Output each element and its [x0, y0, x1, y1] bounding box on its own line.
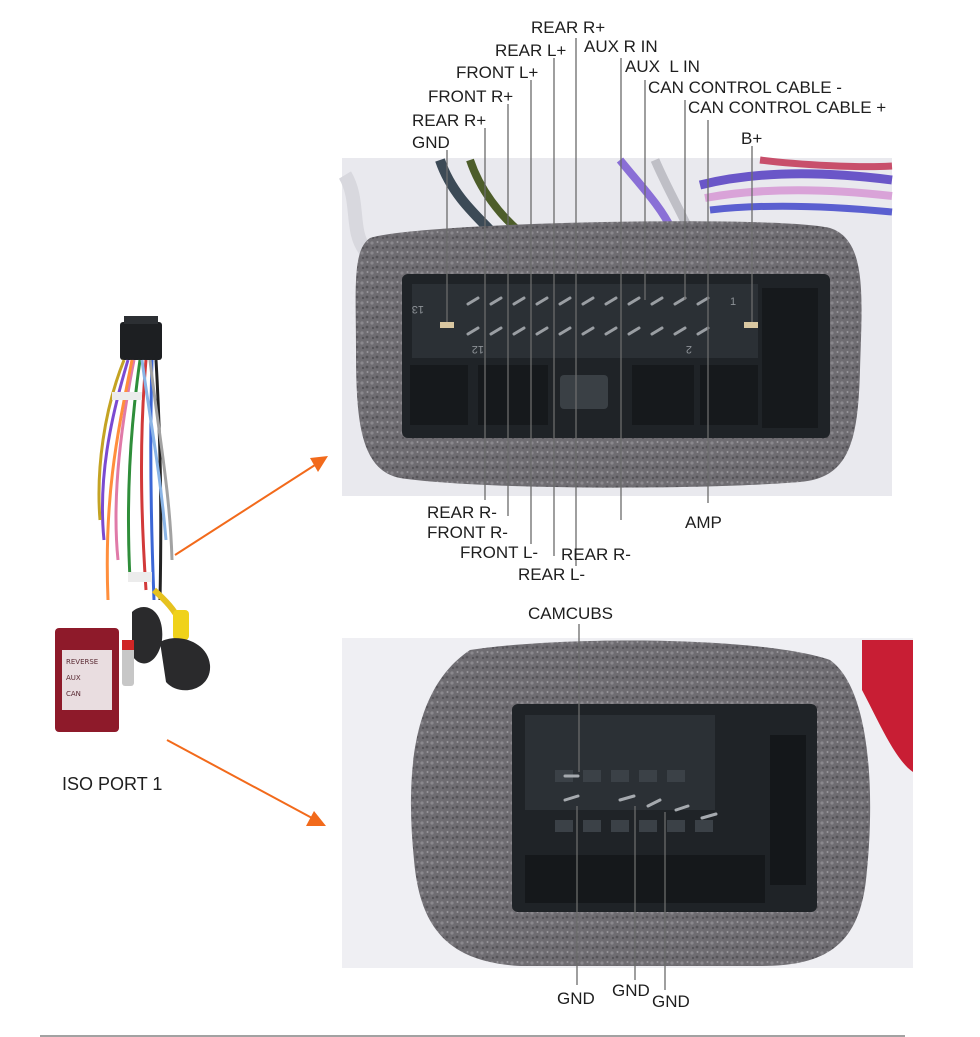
arrow-to-bottom-connector — [166, 739, 326, 826]
label-aux-l-in: AUX L IN — [625, 57, 700, 76]
arrow-to-top-connector — [174, 456, 328, 556]
label-gnd-bottom-3: GND — [652, 992, 690, 1011]
label-rear-r-plus-1: REAR R+ — [531, 18, 605, 37]
pin-number-2: 2 — [686, 343, 692, 355]
label-front-l-plus: FRONT L+ — [456, 63, 538, 82]
label-rear-l-plus: REAR L+ — [495, 41, 566, 60]
label-amp: AMP — [685, 513, 722, 532]
label-rear-l-minus: REAR L- — [518, 565, 585, 584]
label-b-plus: B+ — [741, 129, 762, 148]
label-rear-r-minus-1: REAR R- — [427, 503, 497, 522]
top-connector-photo: 13 1 12 2 — [338, 156, 893, 496]
pin-number-12: 12 — [472, 343, 484, 355]
label-can-control-plus: CAN CONTROL CABLE + — [688, 98, 886, 117]
top-connector-pins — [466, 296, 710, 336]
label-gnd-bottom-1: GND — [557, 989, 595, 1008]
label-front-r-minus: FRONT R- — [427, 523, 508, 542]
pin-number-13: 13 — [412, 303, 424, 315]
iso-port-label: ISO PORT 1 — [62, 774, 162, 794]
label-rear-r-minus-2: REAR R- — [561, 545, 631, 564]
module-sticker-line-3: CAN — [66, 690, 81, 698]
label-gnd-top: GND — [412, 133, 450, 152]
label-front-r-plus: FRONT R+ — [428, 87, 513, 106]
wiring-harness-photo: REVERSE AUX CAN — [55, 316, 211, 732]
top-leader-lines — [446, 38, 753, 566]
bottom-connector-photo — [342, 638, 913, 968]
label-rear-r-plus-2: REAR R+ — [412, 111, 486, 130]
module-sticker-line-1: REVERSE — [66, 658, 98, 666]
bottom-connector-pins — [563, 774, 718, 820]
module-sticker-line-2: AUX — [66, 674, 81, 682]
harness-foam-pads — [132, 607, 211, 691]
label-aux-r-in: AUX R IN — [584, 37, 658, 56]
label-gnd-bottom-2: GND — [612, 981, 650, 1000]
pin-number-1: 1 — [730, 296, 736, 308]
bottom-leader-lines — [576, 624, 666, 990]
harness-plug — [120, 322, 162, 360]
label-can-control-minus: CAN CONTROL CABLE - — [648, 78, 842, 97]
label-front-l-minus: FRONT L- — [460, 543, 538, 562]
label-camcubs: CAMCUBS — [528, 604, 613, 623]
